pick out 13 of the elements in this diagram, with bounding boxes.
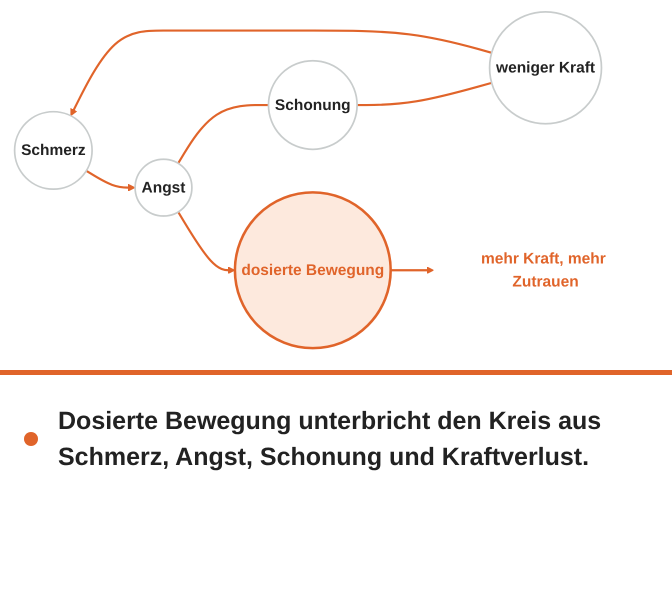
node-circle: Schonung (268, 60, 358, 150)
arrow (70, 30, 492, 116)
arrow (390, 266, 434, 274)
arrow (177, 211, 236, 274)
caption-text: Dosierte Bewegung unterbricht den Kreis aus Schmerz, Angst, Schonung und Kraftverlust. (58, 406, 602, 474)
connector (357, 82, 492, 106)
connector (177, 104, 268, 164)
node-circle: Angst (134, 158, 193, 217)
node-circle: Schmerz (14, 110, 93, 190)
node-text: mehr Kraft, mehr Zutrauen (480, 250, 606, 290)
node-circle: weniger Kraft (488, 11, 602, 125)
node-circle: dosierte Bewegung (234, 191, 392, 350)
arrow (86, 170, 136, 192)
